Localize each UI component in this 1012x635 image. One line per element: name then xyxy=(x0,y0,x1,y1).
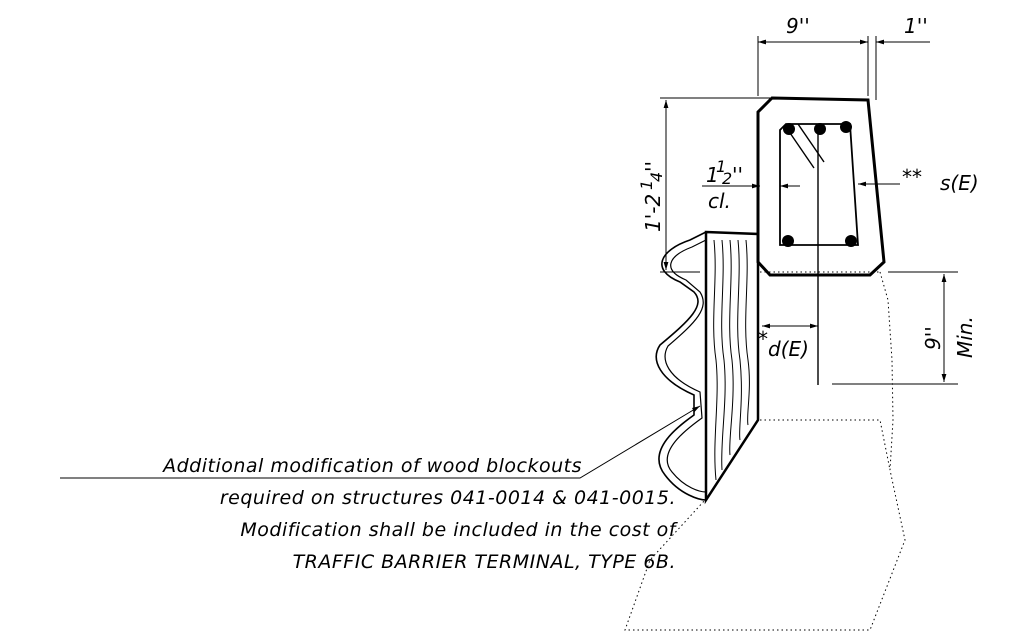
depth-mark: * xyxy=(758,327,768,351)
cover-den: 2 xyxy=(722,169,732,188)
svg-text:1'-2: 1'-2 xyxy=(641,194,665,232)
spacing-mark: ** xyxy=(902,165,922,189)
cover-num: 1 xyxy=(716,157,726,176)
barrier-cap xyxy=(756,96,886,277)
stirrup-hook-b xyxy=(797,123,825,163)
note-line-2: required on structures 041-0014 & 041-00… xyxy=(220,487,676,509)
svg-text:1: 1 xyxy=(637,180,656,190)
existing-concrete-outline xyxy=(624,271,906,631)
embed-label: 9'' xyxy=(921,326,945,350)
embed-dimension xyxy=(832,271,958,385)
note-line-3: Modification shall be included in the co… xyxy=(240,519,678,541)
stirrup-hook-a xyxy=(787,129,815,169)
top-width-dim: 9'' xyxy=(786,14,810,38)
svg-text:'': '' xyxy=(641,161,665,172)
top-offset-dim: 1'' xyxy=(904,14,928,38)
w-beam-rail-inner xyxy=(664,239,707,493)
cover-whole: 1 xyxy=(706,163,719,187)
wood-blockout xyxy=(704,230,760,505)
note-line-1: Additional modification of wood blockout… xyxy=(161,455,582,477)
embed-min-label: Min. xyxy=(953,316,977,358)
svg-text:9'': 9'' xyxy=(921,326,945,350)
note-leader xyxy=(60,405,701,479)
depth-label: d(E) xyxy=(768,337,809,361)
w-beam-rail-outer xyxy=(655,231,707,501)
svg-text:4: 4 xyxy=(647,172,666,182)
longitudinal-bars xyxy=(782,121,857,247)
height-dim-label: 1'-2 1 4 '' xyxy=(637,161,666,232)
cover-label: cl. xyxy=(708,189,731,213)
stirrup-bar xyxy=(779,123,859,246)
top-dimension xyxy=(757,36,930,100)
cover-tail: '' xyxy=(732,163,743,187)
spacing-label: s(E) xyxy=(940,171,979,195)
note-line-4: TRAFFIC BARRIER TERMINAL, TYPE 6B. xyxy=(293,551,676,573)
svg-text:Min.: Min. xyxy=(953,316,977,358)
existing-concrete-step xyxy=(760,419,891,471)
height-dimension xyxy=(660,97,770,273)
wood-grain xyxy=(713,239,750,481)
